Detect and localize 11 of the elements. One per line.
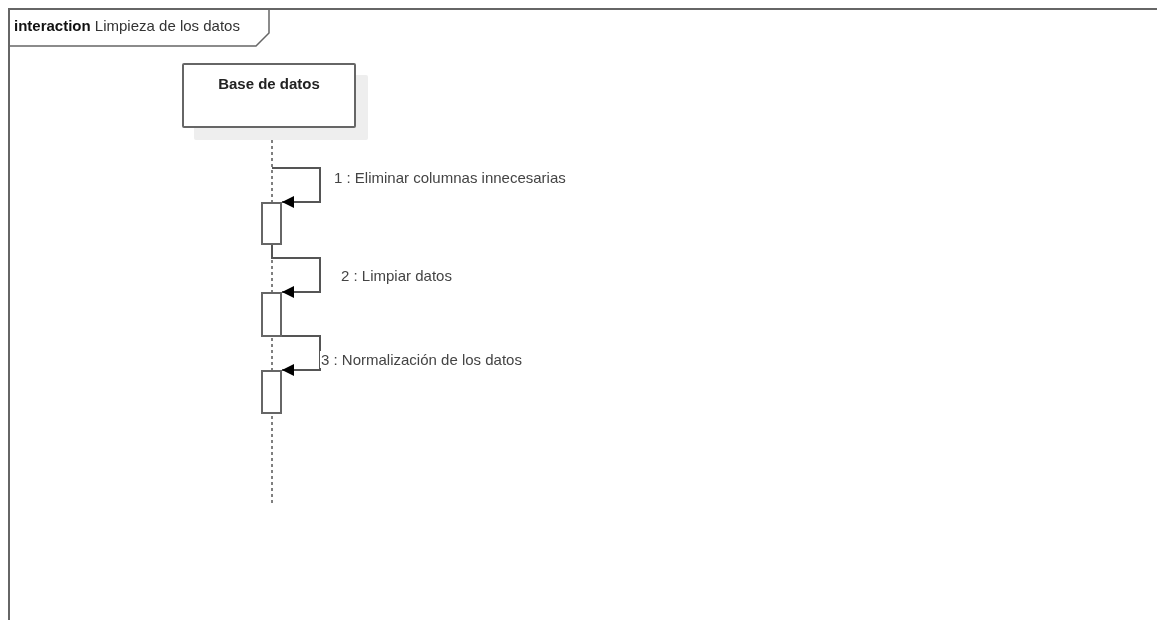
message-label: 2 : Limpiar datos (340, 267, 453, 284)
frame-title: interaction Limpieza de los datos (10, 10, 270, 47)
activation-bar (261, 202, 282, 245)
activation-bar (261, 370, 282, 414)
message-label: 1 : Eliminar columnas innecesarias (333, 169, 567, 186)
activation-bar (261, 292, 282, 337)
self-message-arrow (281, 335, 321, 376)
message-label: 3 : Normalización de los datos (320, 351, 523, 368)
self-message-arrow (271, 167, 321, 208)
interaction-frame (8, 8, 1157, 620)
self-message-arrow (271, 244, 321, 298)
